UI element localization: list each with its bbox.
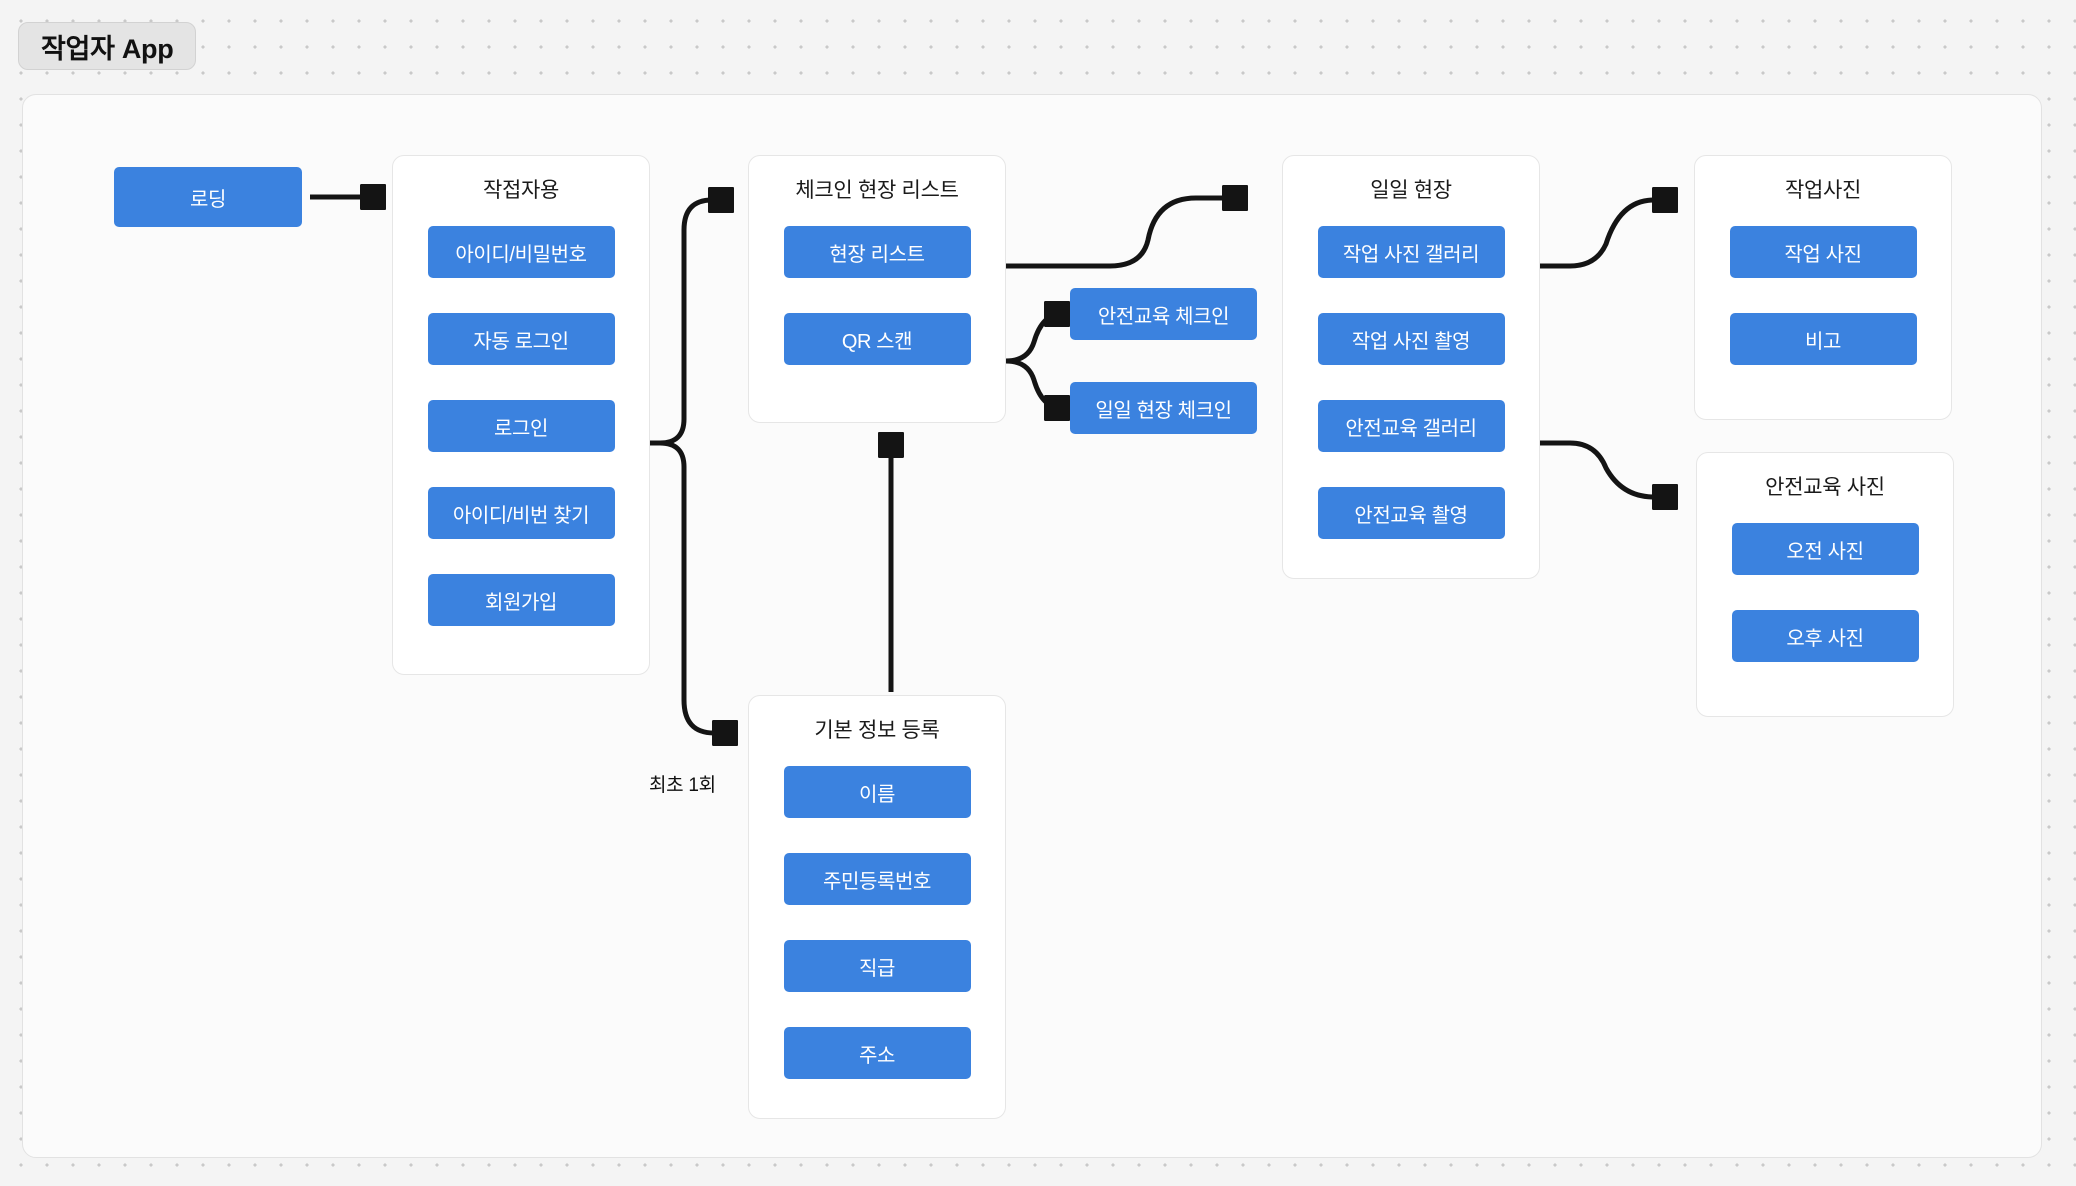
button-name[interactable]: 이름 (783, 766, 971, 818)
group-safety-edu-photo: 안전교육 사진 오전 사진 오후 사진 (1696, 452, 1954, 717)
group-title-worker-login: 작접자용 (482, 179, 560, 202)
button-qr-scan[interactable]: QR 스캔 (783, 313, 971, 365)
group-checkin-site-list: 체크인 현장 리스트 현장 리스트 QR 스캔 (748, 155, 1006, 423)
button-find-id-password[interactable]: 아이디/비번 찾기 (427, 487, 615, 539)
group-basic-info: 기본 정보 등록 이름 주민등록번호 직급 주소 (748, 695, 1006, 1119)
group-title-daily-site: 일일 현장 (1370, 179, 1452, 202)
button-morning-photo[interactable]: 오전 사진 (1731, 523, 1919, 575)
button-afternoon-photo[interactable]: 오후 사진 (1731, 610, 1919, 662)
node-loading[interactable]: 로딩 (114, 167, 302, 227)
button-address[interactable]: 주소 (783, 1027, 971, 1079)
group-daily-site: 일일 현장 작업 사진 갤러리 작업 사진 촬영 안전교육 갤러리 안전교육 촬… (1282, 155, 1540, 579)
button-auto-login[interactable]: 자동 로그인 (427, 313, 615, 365)
group-work-photo: 작업사진 작업 사진 비고 (1694, 155, 1952, 420)
edge-label-first-time-only: 최초 1회 (649, 775, 716, 796)
button-remarks[interactable]: 비고 (1729, 313, 1917, 365)
group-title-safety-edu-photo: 안전교육 사진 (1765, 476, 1885, 499)
group-title-checkin-site-list: 체크인 현장 리스트 (795, 179, 959, 202)
node-daily-site-checkin[interactable]: 일일 현장 체크인 (1070, 382, 1257, 434)
button-resident-number[interactable]: 주민등록번호 (783, 853, 971, 905)
button-id-password[interactable]: 아이디/비밀번호 (427, 226, 615, 278)
button-work-photo[interactable]: 작업 사진 (1729, 226, 1917, 278)
group-title-basic-info: 기본 정보 등록 (814, 719, 940, 742)
button-work-photo-gallery[interactable]: 작업 사진 갤러리 (1317, 226, 1505, 278)
button-safety-edu-gallery[interactable]: 안전교육 갤러리 (1317, 400, 1505, 452)
button-position[interactable]: 직급 (783, 940, 971, 992)
button-work-photo-capture[interactable]: 작업 사진 촬영 (1317, 313, 1505, 365)
button-login[interactable]: 로그인 (427, 400, 615, 452)
button-signup[interactable]: 회원가입 (427, 574, 615, 626)
button-safety-edu-capture[interactable]: 안전교육 촬영 (1317, 487, 1505, 539)
group-title-work-photo: 작업사진 (1784, 179, 1862, 202)
page-title: 작업자 App (18, 22, 197, 70)
node-safety-edu-checkin[interactable]: 안전교육 체크인 (1070, 288, 1257, 340)
group-worker-login: 작접자용 아이디/비밀번호 자동 로그인 로그인 아이디/비번 찾기 회원가입 (392, 155, 650, 675)
button-site-list[interactable]: 현장 리스트 (783, 226, 971, 278)
